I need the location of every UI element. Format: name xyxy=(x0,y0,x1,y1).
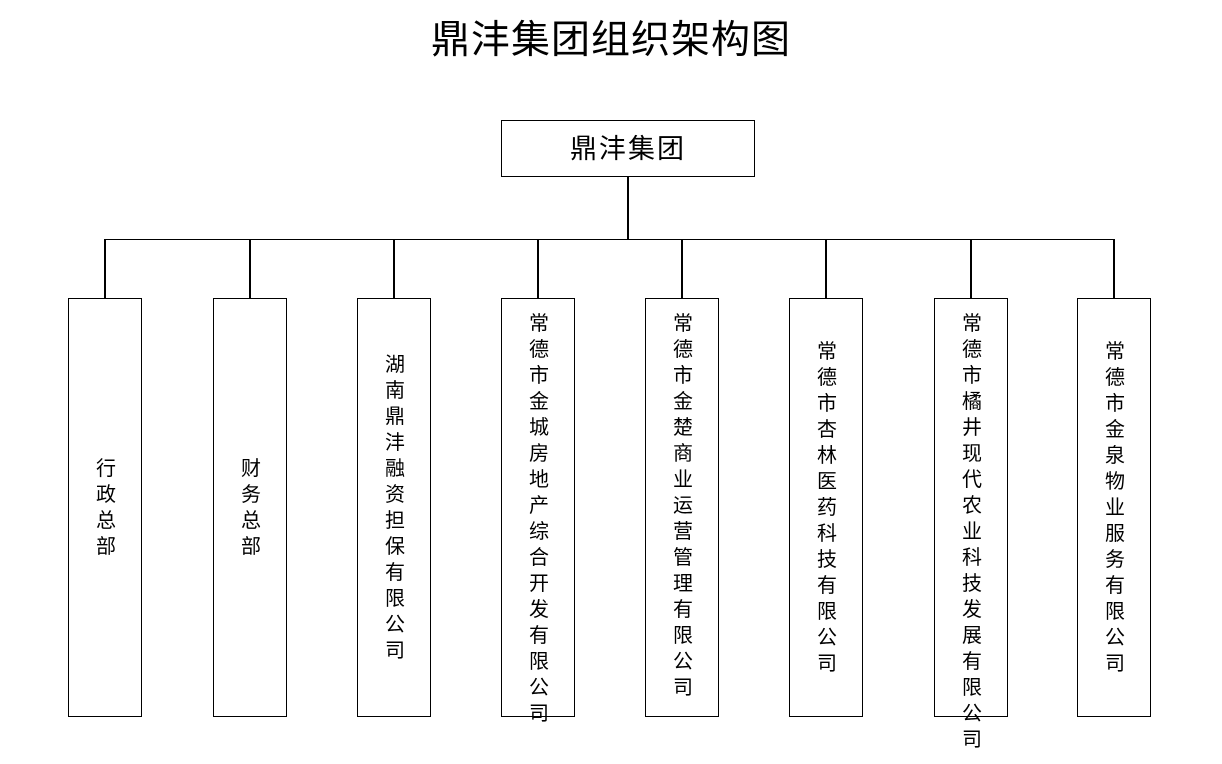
connector-drop-6 xyxy=(825,239,827,298)
org-node-root[interactable]: 鼎沣集团 xyxy=(501,120,755,177)
connector-drop-7 xyxy=(970,239,972,298)
org-node-child-3-label: 湖南鼎沣融资担保有限公司 xyxy=(385,353,405,662)
org-node-child-1[interactable]: 行政总部 xyxy=(68,298,142,717)
connector-horizontal-bus xyxy=(104,238,1116,240)
connector-root-stem xyxy=(627,177,629,239)
org-node-child-8[interactable]: 常德市金泉物业服务有限公司 xyxy=(1077,298,1151,717)
connector-drop-4 xyxy=(537,239,539,298)
connector-drop-5 xyxy=(681,239,683,298)
org-node-child-7-label: 常德市橘井现代农业科技发展有限公司 xyxy=(962,313,982,751)
org-node-child-3[interactable]: 湖南鼎沣融资担保有限公司 xyxy=(357,298,431,717)
org-node-child-4[interactable]: 常德市金城房地产综合开发有限公司 xyxy=(501,298,575,725)
org-node-child-1-label: 行政总部 xyxy=(96,457,116,558)
org-node-child-7[interactable]: 常德市橘井现代农业科技发展有限公司 xyxy=(934,298,1008,751)
org-node-child-2-label: 财务总部 xyxy=(241,457,261,558)
connector-drop-1 xyxy=(104,239,106,298)
connector-drop-8 xyxy=(1113,239,1115,298)
connector-drop-2 xyxy=(249,239,251,298)
page-title: 鼎沣集团组织架构图 xyxy=(430,19,791,62)
org-node-child-5[interactable]: 常德市金楚商业运营管理有限公司 xyxy=(645,298,719,717)
connector-drop-3 xyxy=(393,239,395,298)
org-node-child-5-label: 常德市金楚商业运营管理有限公司 xyxy=(673,313,693,699)
org-node-child-6[interactable]: 常德市杏林医药科技有限公司 xyxy=(789,298,863,717)
org-node-root-label: 鼎沣集团 xyxy=(570,133,686,164)
org-node-child-8-label: 常德市金泉物业服务有限公司 xyxy=(1105,340,1125,675)
org-node-child-4-label: 常德市金城房地产综合开发有限公司 xyxy=(529,313,549,725)
org-node-child-2[interactable]: 财务总部 xyxy=(213,298,287,717)
org-node-child-6-label: 常德市杏林医药科技有限公司 xyxy=(817,340,837,675)
